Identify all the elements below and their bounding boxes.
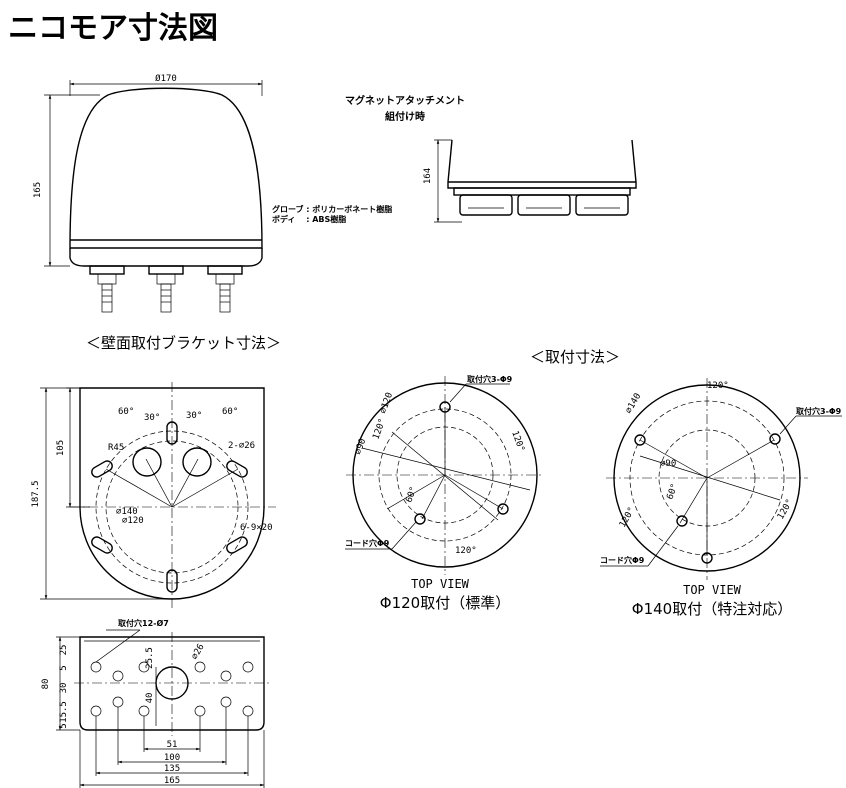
sp-hole-label: 取付穴3-Φ9 xyxy=(796,406,842,416)
slots-label: 6-9×20 xyxy=(240,523,273,533)
sp-angle-c: 120° xyxy=(776,498,796,522)
magnet-view xyxy=(434,139,637,223)
magnet-label-2: 組付け時 xyxy=(385,110,425,123)
height-40-label: 40 xyxy=(145,693,155,704)
height-30-label: 30 xyxy=(59,683,69,694)
sp-cord-label: コード穴Φ9 xyxy=(600,555,645,565)
bracket-holes-label: 取付穴12-Ø7 xyxy=(118,618,169,628)
height-255-label: 25.5 xyxy=(145,647,155,669)
width-100-label: 100 xyxy=(164,753,180,763)
sp-angle-60: 60° xyxy=(665,482,680,501)
bracket-side-view xyxy=(56,629,270,788)
sp-angle-b: 120° xyxy=(618,506,638,530)
magnet-label-1: マグネットアタッチメント xyxy=(345,94,465,107)
height-dim-label: 165 xyxy=(33,182,43,198)
angle-label-60-left: 60° xyxy=(118,407,134,417)
height-105-label: 105 xyxy=(56,440,66,456)
angle-label-30-right: 30° xyxy=(186,411,202,421)
bracket-d120-label: ⌀120 xyxy=(122,516,144,526)
std-angle-b: 120° xyxy=(509,430,526,454)
holes-26-label: 2-⌀26 xyxy=(228,441,255,451)
width-51-label: 51 xyxy=(167,740,178,750)
sp-view-label: TOP VIEW xyxy=(683,583,742,597)
material-note-globe: グローブ : ポリカーボネート樹脂 xyxy=(272,204,392,214)
height-5b-label: 5 xyxy=(59,723,69,728)
bracket-section-title: ＜壁面取付ブラケット寸法＞ xyxy=(86,334,281,352)
std-caption: Φ120取付（標準） xyxy=(380,594,510,612)
std-angle-a: 120° xyxy=(371,417,388,441)
height-25-label: 25 xyxy=(59,645,69,656)
sp-d140-label: ⌀140 xyxy=(624,392,644,416)
radius-label: R45 xyxy=(108,443,124,453)
std-view-label: TOP VIEW xyxy=(411,577,470,591)
std-d120-label: ⌀120 xyxy=(378,391,395,415)
mount-section-title: ＜取付寸法＞ xyxy=(530,348,620,366)
page-title: ニコモア寸法図 xyxy=(8,11,218,46)
front-view xyxy=(44,80,263,313)
sp-caption: Φ140取付（特注対応） xyxy=(632,600,792,618)
width-dim-label: Ø170 xyxy=(155,73,177,84)
bracket-top-view xyxy=(40,382,276,608)
height-187-label: 187.5 xyxy=(31,480,41,507)
width-165-label: 165 xyxy=(164,776,180,786)
height-155-label: 15.5 xyxy=(59,701,69,723)
hole-26-label: ⌀26 xyxy=(190,642,207,661)
angle-label-30-left: 30° xyxy=(144,413,160,423)
mount-standard-view xyxy=(345,376,544,575)
material-note-body: ボディ : ABS樹脂 xyxy=(272,214,346,224)
magnet-height-label: 164 xyxy=(423,168,433,184)
angle-label-60-right: 60° xyxy=(222,407,238,417)
std-angle-60: 60° xyxy=(404,485,419,504)
std-hole-label: 取付穴3-Φ9 xyxy=(467,374,513,384)
std-angle-c: 120° xyxy=(455,546,477,556)
std-d90-label: ⌀90 xyxy=(353,437,368,456)
mount-special-view xyxy=(600,378,842,580)
width-135-label: 135 xyxy=(164,764,180,774)
height-80-label: 80 xyxy=(41,679,51,690)
sp-d90-label: ⌀90 xyxy=(660,459,676,469)
bracket-d140-label: ⌀140 xyxy=(116,507,138,517)
std-cord-label: コード穴Φ9 xyxy=(345,538,390,548)
sp-angle-a: 120° xyxy=(707,381,729,391)
height-5a-label: 5 xyxy=(59,665,69,670)
